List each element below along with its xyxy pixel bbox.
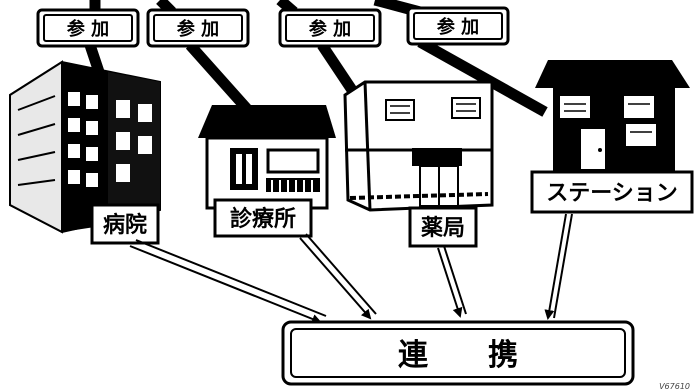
arrow-pharmacy: [437, 245, 467, 318]
collaboration-box: 連 携: [281, 320, 635, 386]
facility-label-pharmacy: 薬局: [408, 206, 478, 248]
facility-label-hospital: 病院: [90, 203, 160, 245]
arrow-hospital: [129, 239, 327, 324]
facility-label-clinic: 診療所: [213, 198, 313, 238]
pharmacy-label: 薬局: [421, 216, 465, 241]
hospital-building-icon: [9, 60, 161, 234]
station-label: ステーション: [546, 181, 678, 206]
clinic-label: 診療所: [230, 206, 296, 232]
pharmacy-building-icon: [343, 80, 494, 212]
join-badge-1: 参 加: [36, 8, 140, 48]
collaboration-label: 連 携: [398, 338, 518, 373]
join-badge-label: 参 加: [309, 18, 351, 40]
facility-label-station: ステーション: [530, 170, 694, 214]
flow-arrows: [129, 213, 573, 324]
connector-line-clinic: [185, 41, 253, 114]
station-building-icon: [535, 60, 690, 176]
clinic-building-icon: [198, 105, 336, 210]
join-badge-2: 参 加: [146, 8, 250, 48]
arrow-station: [544, 213, 573, 320]
hospital-label: 病院: [103, 212, 147, 238]
join-badge-label: 参 加: [437, 16, 479, 38]
connector-line-station: [417, 37, 548, 117]
join-badge-4: 参 加: [406, 6, 510, 46]
watermark-text: V67610: [659, 382, 690, 391]
arrow-clinic: [299, 233, 377, 320]
join-badge-label: 参 加: [67, 18, 109, 40]
join-badge-label: 参 加: [177, 18, 219, 40]
join-badge-3: 参 加: [278, 8, 382, 48]
connector-lines: [84, 0, 548, 117]
